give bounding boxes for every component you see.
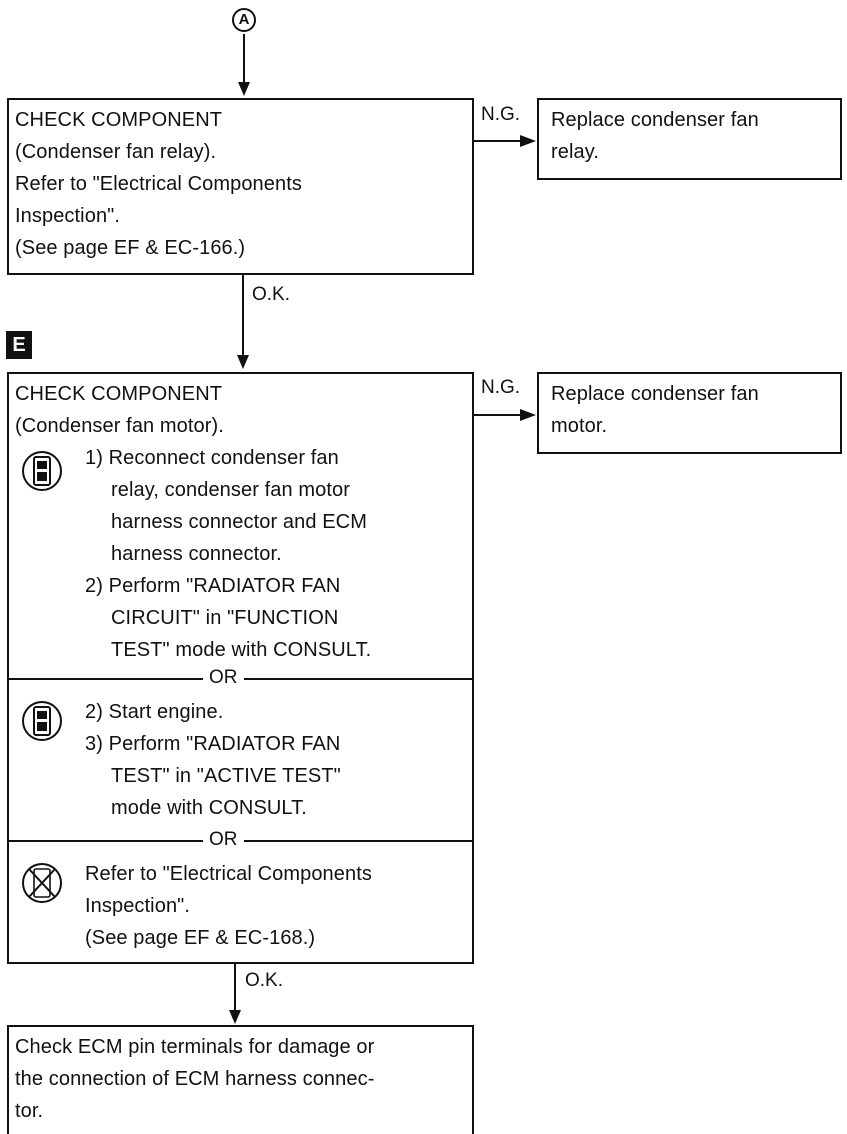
arrow-down-icon (229, 1010, 241, 1024)
or-label: OR (203, 667, 244, 689)
box-text-line: motor. (551, 415, 608, 437)
box-text-line: Replace condenser fan (551, 383, 759, 405)
box-text-line: Check ECM pin terminals for damage or (15, 1036, 375, 1058)
start-marker-label: A (238, 11, 250, 28)
box-text-line: CHECK COMPONENT (15, 383, 223, 405)
consult-device-icon (22, 701, 62, 741)
connector-line (234, 964, 236, 1012)
box-text-line: TEST" mode with CONSULT. (111, 639, 372, 661)
connector-line (474, 140, 522, 142)
box-text-line: 3) Perform "RADIATOR FAN (85, 733, 341, 755)
arrow-right-icon (520, 409, 536, 421)
replace-relay-box: Replace condenser fan relay. (537, 98, 842, 180)
box-text-line: 2) Start engine. (85, 701, 224, 723)
box-text-line: the connection of ECM harness connec- (15, 1068, 375, 1090)
box-text-line: mode with CONSULT. (111, 797, 307, 819)
arrow-down-icon (237, 355, 249, 369)
box-text-line: Replace condenser fan (551, 109, 759, 131)
box-text-line: harness connector. (111, 543, 282, 565)
box-text-line: (Condenser fan motor). (15, 415, 224, 437)
check-ecm-box: Check ECM pin terminals for damage or th… (7, 1025, 474, 1134)
connector-line (243, 34, 245, 84)
ok-label: O.K. (245, 970, 284, 991)
connector-line (242, 275, 244, 355)
box-text-line: (See page EF & EC-168.) (85, 927, 316, 949)
no-consult-icon (22, 863, 62, 903)
box-text-line: Refer to "Electrical Components (15, 173, 302, 195)
replace-motor-box: Replace condenser fan motor. (537, 372, 842, 454)
arrow-down-icon (238, 82, 250, 96)
ng-label: N.G. (481, 377, 521, 398)
box-text-line: (See page EF & EC-166.) (15, 237, 246, 259)
step-marker-e: E (6, 331, 32, 359)
box-text-line: 2) Perform "RADIATOR FAN (85, 575, 341, 597)
ok-label: O.K. (252, 284, 291, 305)
consult-device-icon (22, 451, 62, 491)
start-marker-circle: A (232, 8, 256, 32)
box-text-line: CHECK COMPONENT (15, 109, 223, 131)
check-relay-box: CHECK COMPONENT (Condenser fan relay). R… (7, 98, 474, 275)
step-marker-label: E (12, 334, 26, 356)
box-text-line: 1) Reconnect condenser fan (85, 447, 339, 469)
ng-label: N.G. (481, 104, 521, 125)
or-label: OR (203, 829, 244, 851)
box-text-line: Refer to "Electrical Components (85, 863, 372, 885)
box-text-line: TEST" in "ACTIVE TEST" (111, 765, 341, 787)
box-text-line: harness connector and ECM (111, 511, 367, 533)
box-text-line: (Condenser fan relay). (15, 141, 217, 163)
box-text-line: Inspection". (85, 895, 191, 917)
box-text-line: relay, condenser fan motor (111, 479, 351, 501)
connector-line (474, 414, 522, 416)
box-text-line: Inspection". (15, 205, 121, 227)
box-text-line: CIRCUIT" in "FUNCTION (111, 607, 339, 629)
arrow-right-icon (520, 135, 536, 147)
box-text-line: relay. (551, 141, 600, 163)
check-motor-box: CHECK COMPONENT (Condenser fan motor). 1… (7, 372, 474, 964)
box-text-line: tor. (15, 1100, 44, 1122)
